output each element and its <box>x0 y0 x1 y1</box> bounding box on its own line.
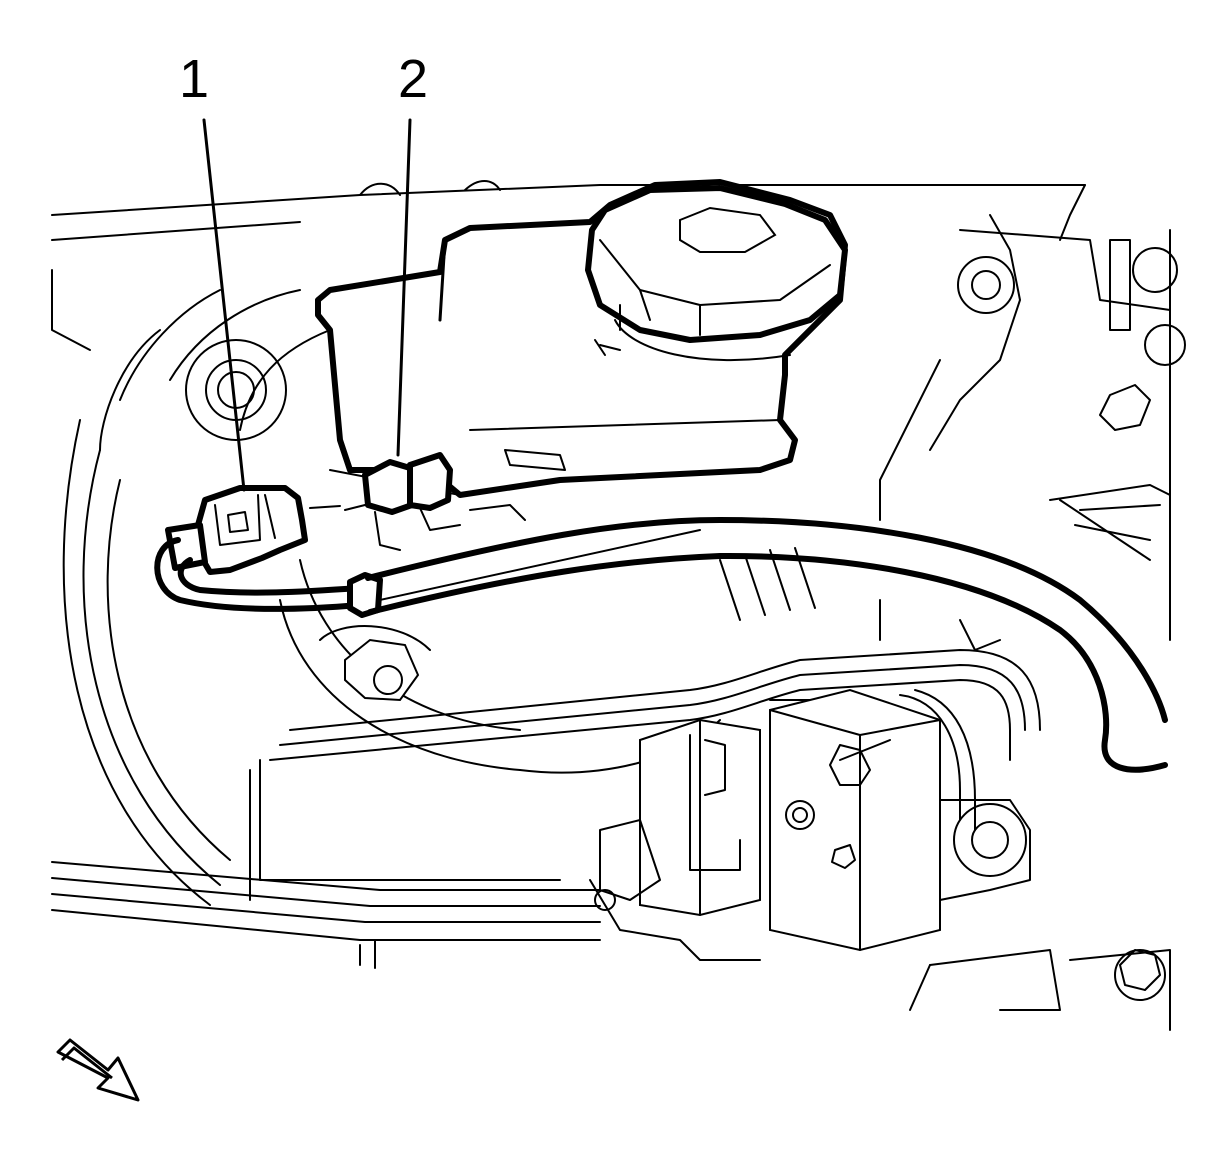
background-structure <box>51 180 1186 1031</box>
callout-2-leader-line <box>396 118 412 457</box>
callout-leaders <box>202 118 412 492</box>
brake-fluid-level-sensor-connector <box>165 485 366 575</box>
brake-fluid-level-sensor <box>362 452 526 551</box>
brake-fluid-reservoir <box>315 179 848 498</box>
wiring-harness <box>154 517 1168 773</box>
view-direction-arrow-icon <box>56 1038 140 1102</box>
callout-2-label: 2 <box>398 49 428 109</box>
callout-1-label: 1 <box>179 49 209 109</box>
callout-1-leader-line <box>202 118 246 492</box>
